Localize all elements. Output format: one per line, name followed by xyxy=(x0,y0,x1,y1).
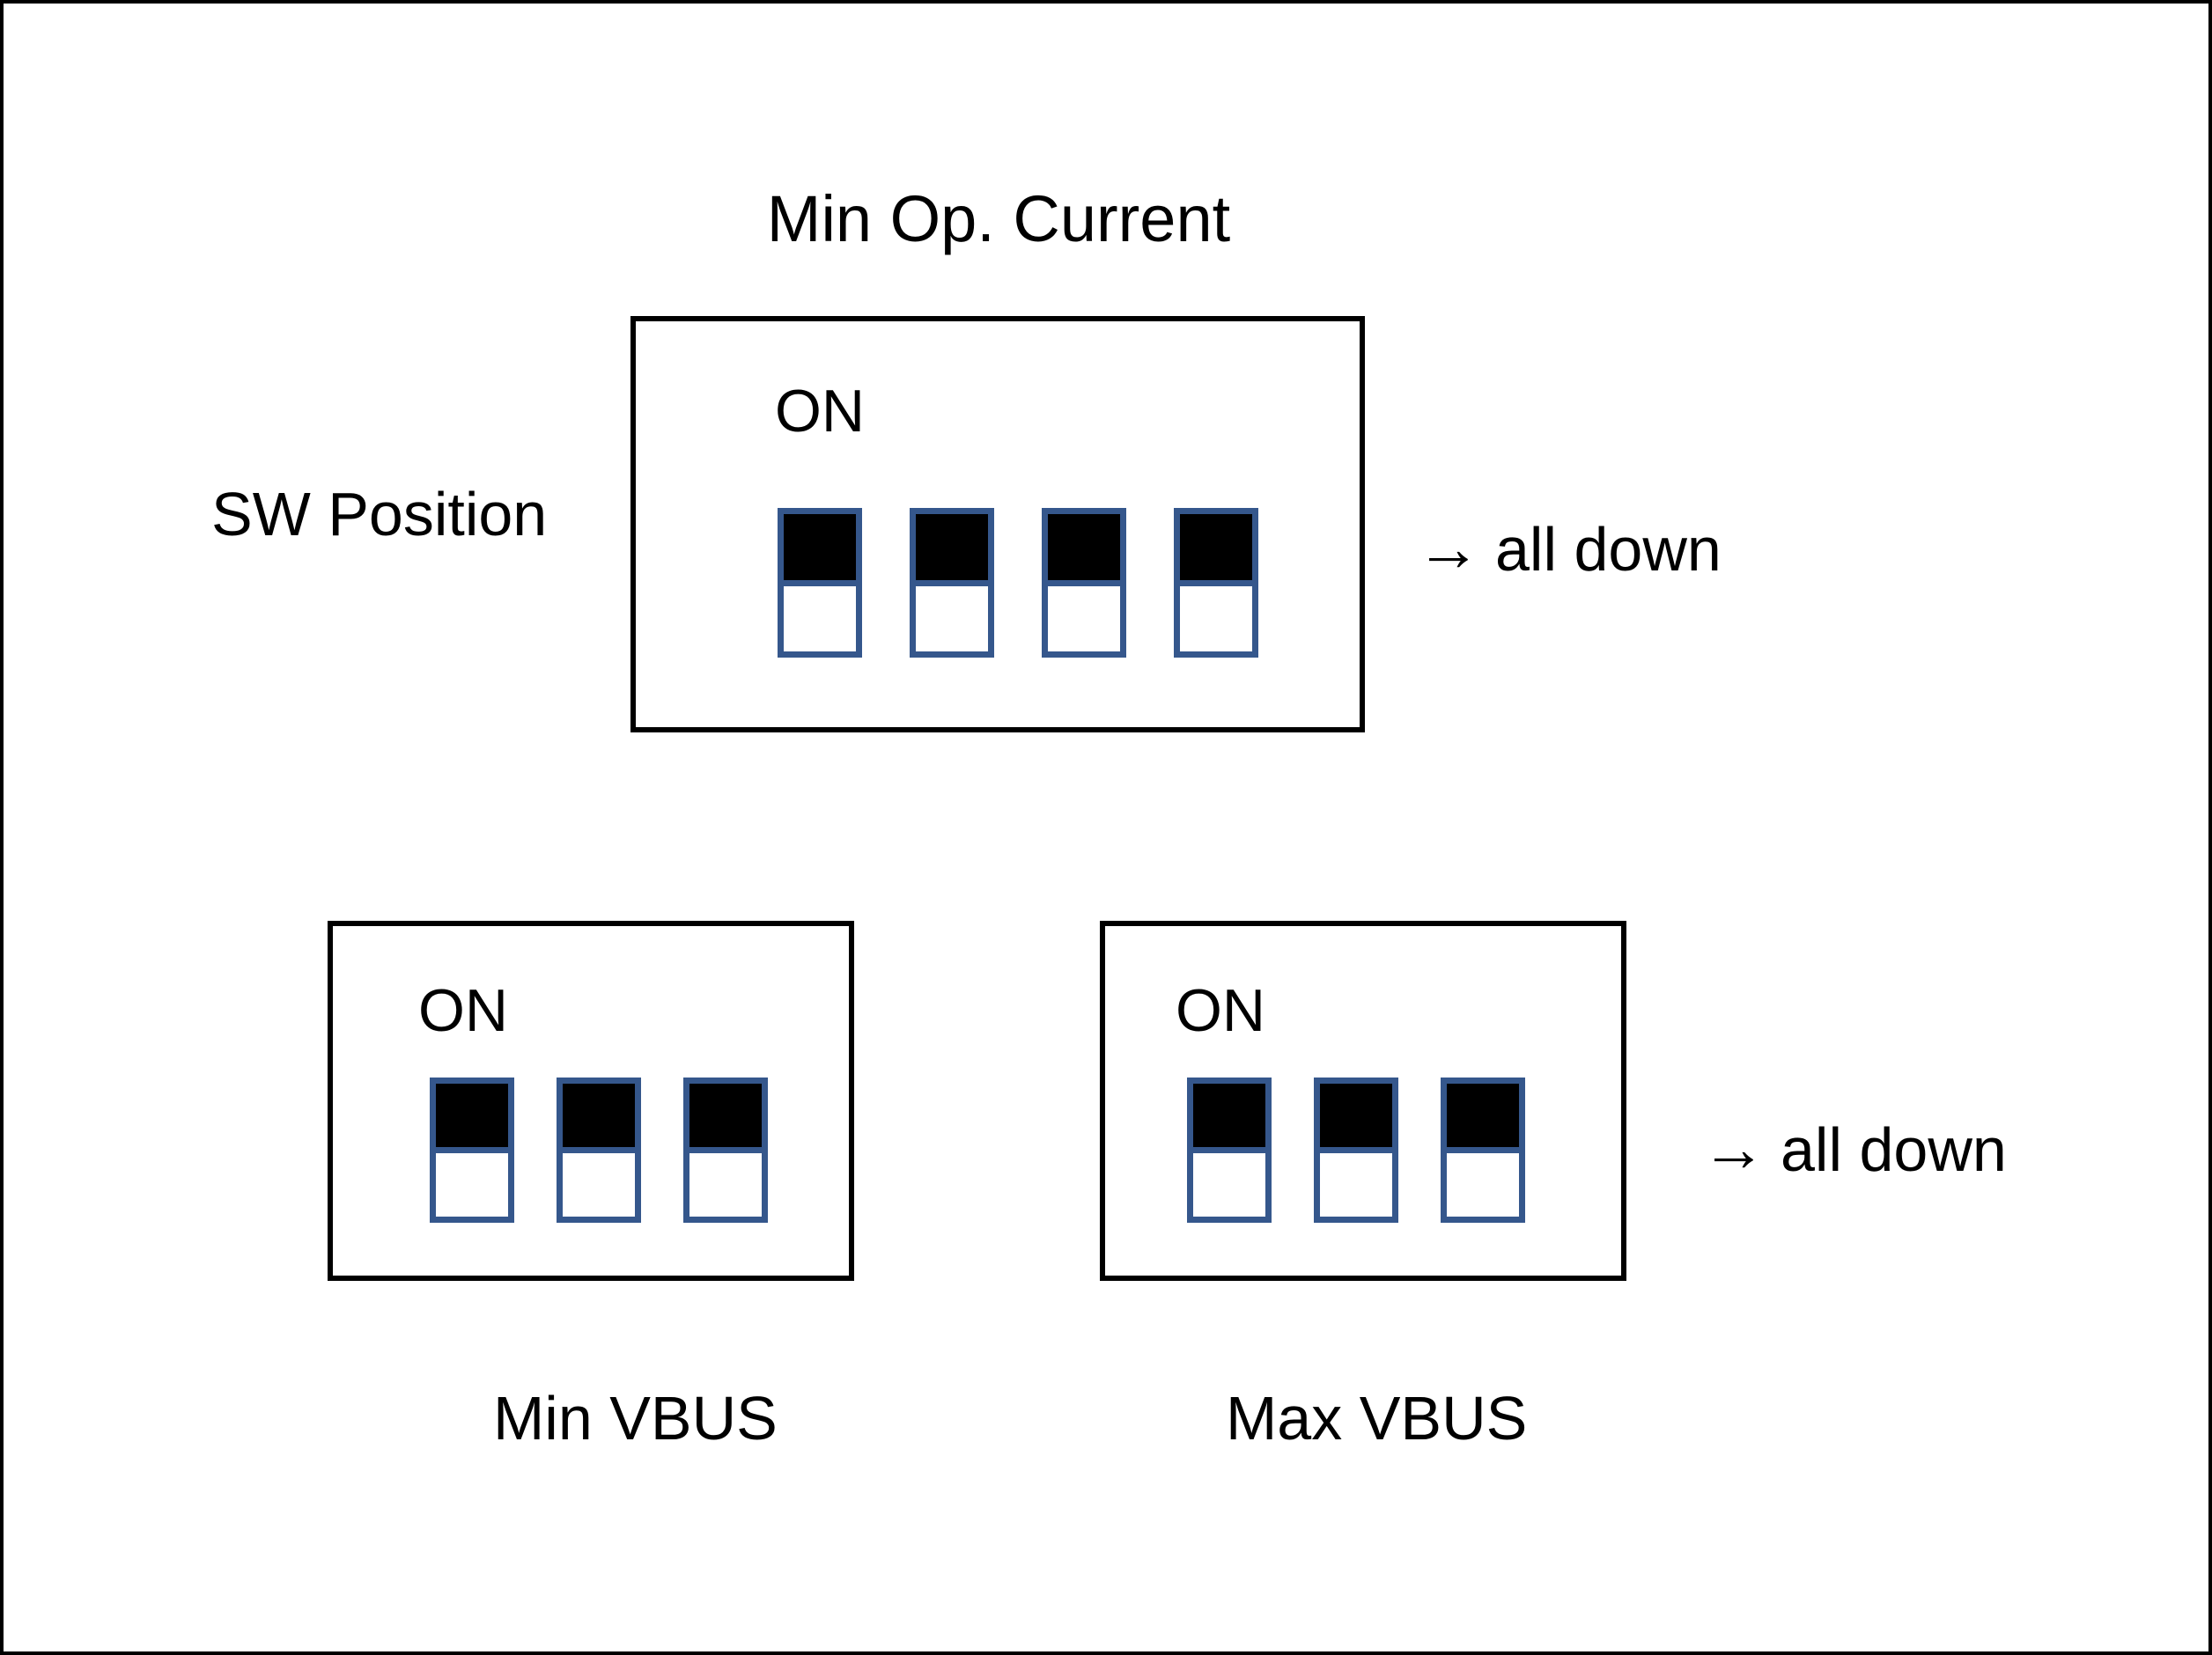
dip-switch-2[interactable] xyxy=(557,1078,641,1223)
dip-lever-bottom xyxy=(689,1147,762,1217)
dip-switch-1[interactable] xyxy=(1187,1078,1272,1223)
dip-lever-bottom xyxy=(784,579,856,651)
dip-lever-bottom xyxy=(1320,1147,1392,1217)
arrow-right-icon: → xyxy=(1701,1112,1766,1185)
dip-lever-bottom xyxy=(436,1147,508,1217)
on-label: ON xyxy=(418,977,508,1044)
dip-switch-row xyxy=(1187,1078,1525,1223)
dip-lever-top xyxy=(916,514,988,580)
dip-switch-3[interactable] xyxy=(1441,1078,1525,1223)
dip-lever-bottom xyxy=(1193,1147,1265,1217)
annotation-text: all down xyxy=(1495,515,1722,584)
switch-block-min-op-current: ON xyxy=(630,316,1365,732)
dip-lever-bottom xyxy=(916,579,988,651)
dip-lever-top xyxy=(784,514,856,580)
dip-switch-2[interactable] xyxy=(910,508,994,658)
dip-lever-top xyxy=(1447,1084,1519,1148)
dip-lever-bottom xyxy=(1048,579,1120,651)
switch-block-max-vbus: ON xyxy=(1100,921,1626,1281)
dip-lever-top xyxy=(1180,514,1252,580)
annotation-all-down-top: →all down xyxy=(1416,516,1722,581)
dip-switch-row xyxy=(778,508,1258,658)
dip-lever-bottom xyxy=(1447,1147,1519,1217)
arrow-right-icon: → xyxy=(1416,511,1481,585)
dip-switch-1[interactable] xyxy=(778,508,862,658)
annotation-text: all down xyxy=(1781,1115,2007,1184)
switch-block-min-vbus: ON xyxy=(328,921,854,1281)
caption-min-vbus: Min VBUS xyxy=(493,1384,778,1453)
page-title: Min Op. Current xyxy=(766,182,1231,255)
dip-switch-4[interactable] xyxy=(1174,508,1258,658)
sw-position-label: SW Position xyxy=(211,480,548,548)
on-label: ON xyxy=(775,378,865,445)
dip-lever-top xyxy=(1193,1084,1265,1148)
dip-switch-3[interactable] xyxy=(683,1078,768,1223)
dip-switch-3[interactable] xyxy=(1042,508,1126,658)
caption-max-vbus: Max VBUS xyxy=(1226,1384,1528,1453)
dip-lever-top xyxy=(689,1084,762,1148)
dip-lever-top xyxy=(1048,514,1120,580)
dip-lever-top xyxy=(436,1084,508,1148)
dip-switch-1[interactable] xyxy=(430,1078,514,1223)
dip-lever-bottom xyxy=(1180,579,1252,651)
dip-switch-2[interactable] xyxy=(1314,1078,1398,1223)
dip-lever-bottom xyxy=(563,1147,635,1217)
dip-switch-row xyxy=(430,1078,768,1223)
dip-lever-top xyxy=(1320,1084,1392,1148)
annotation-all-down-bottom: →all down xyxy=(1701,1116,2007,1181)
dip-lever-top xyxy=(563,1084,635,1148)
on-label: ON xyxy=(1176,977,1265,1044)
